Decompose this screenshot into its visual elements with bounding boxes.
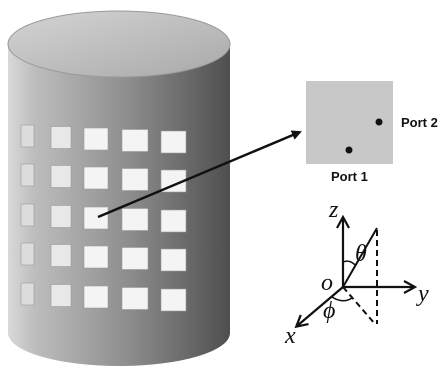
patch-element-r3-c2 <box>50 205 72 228</box>
patch-element-r4-c4 <box>121 247 149 270</box>
phi-label: ϕ <box>323 298 335 324</box>
z-axis-label: z <box>328 197 339 223</box>
patch-element-r2-c3 <box>83 166 109 190</box>
port-1-label: Port 1 <box>331 169 368 184</box>
patch-element-r4-c1 <box>20 242 35 266</box>
cylinder-top <box>7 10 231 78</box>
cylinder-body <box>8 44 230 366</box>
patch-element-r1-c3 <box>83 127 109 151</box>
patch-element-r4-c3 <box>83 245 109 269</box>
projection-radial <box>342 286 376 325</box>
theta-arc <box>342 260 357 267</box>
patch-element-r1-c4 <box>121 129 149 152</box>
patch-element-r2-c2 <box>50 165 72 188</box>
theta-label: θ <box>355 241 367 267</box>
port-2-label: Port 2 <box>401 115 438 130</box>
pointer-arrow <box>97 130 302 219</box>
port-2-dot <box>375 118 383 126</box>
patch-element-r3-c4 <box>121 208 149 231</box>
patch-element-r4-c5 <box>160 248 187 272</box>
port-1-dot <box>345 146 353 154</box>
patch-element-r2-c1 <box>20 163 35 187</box>
patch-element-r1-c1 <box>20 124 35 148</box>
patch-array <box>20 124 187 312</box>
radial-vector <box>342 227 378 288</box>
patch-element-r1-c5 <box>160 130 187 154</box>
patch-inset: Port 2 Port 1 <box>306 81 438 184</box>
patch-element-r5-c4 <box>121 287 149 310</box>
cylinder <box>7 10 231 366</box>
patch-element-r5-c5 <box>160 288 187 312</box>
patch-element-r3-c3 <box>83 206 109 230</box>
patch-element-r4-c2 <box>50 244 72 267</box>
phi-arc <box>331 296 353 302</box>
coordinate-system: z y x o θ ϕ <box>284 197 429 349</box>
patch-element-r5-c1 <box>20 282 35 306</box>
origin-label: o <box>321 270 333 296</box>
patch-element-r3-c1 <box>20 203 35 227</box>
y-axis-label: y <box>416 281 429 307</box>
patch-element-r3-c5 <box>160 209 187 233</box>
patch-element-r5-c3 <box>83 285 109 309</box>
patch-element-r1-c2 <box>50 126 72 149</box>
patch-element-r2-c4 <box>121 168 149 191</box>
patch-element-r5-c2 <box>50 284 72 307</box>
x-axis <box>297 286 344 326</box>
x-axis-label: x <box>284 323 296 349</box>
